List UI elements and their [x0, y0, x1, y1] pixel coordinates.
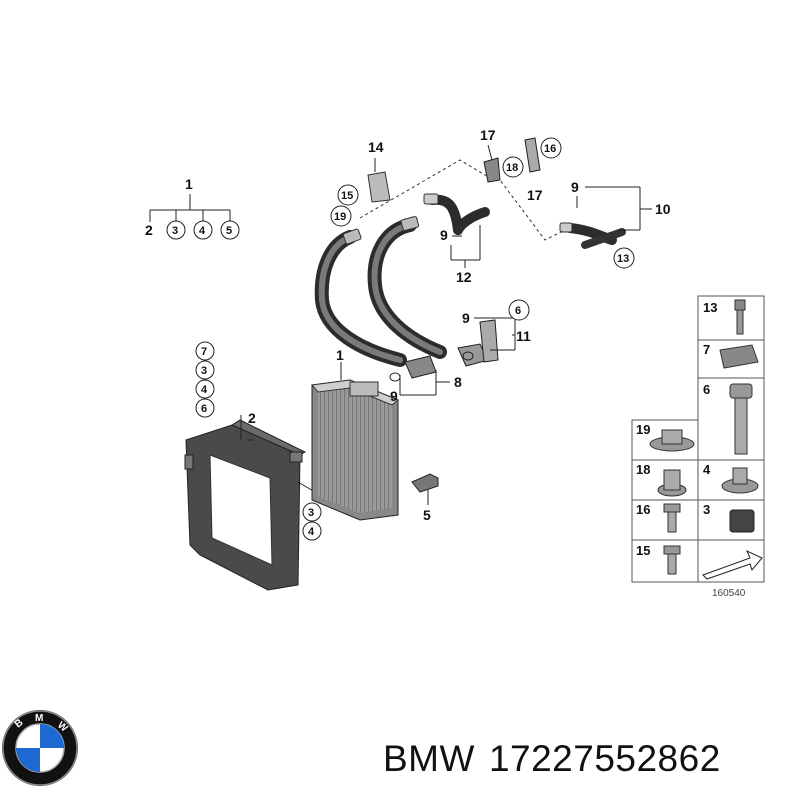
callout-1-top: 1	[185, 176, 193, 192]
screw-icon	[663, 503, 681, 533]
callout-11: 11	[516, 328, 531, 344]
callout-9-a: 9	[440, 227, 448, 243]
callout-8-group: 8 9	[390, 370, 462, 404]
callout-5-sub: 5	[226, 225, 232, 237]
callout-4-sub: 4	[199, 225, 206, 237]
bolt-icon	[729, 383, 753, 455]
callout-2: 2	[248, 410, 256, 426]
svg-text:18: 18	[506, 162, 518, 174]
diagram-number: 160540	[712, 588, 746, 599]
svg-text:16: 16	[636, 502, 650, 517]
hose-icon	[314, 193, 626, 382]
svg-text:3: 3	[703, 502, 710, 517]
svg-text:15: 15	[636, 543, 650, 558]
svg-text:3: 3	[308, 507, 314, 519]
bolt-icon	[734, 299, 746, 335]
callout-14-group: 14 15 19	[330, 139, 391, 227]
callout-5: 5	[423, 507, 431, 523]
callout-3-sub: 3	[172, 225, 178, 237]
callout-1: 1	[336, 347, 344, 363]
callout-9-d: 9	[390, 388, 398, 404]
svg-text:4: 4	[308, 526, 315, 538]
svg-text:19: 19	[334, 211, 346, 223]
callout-8: 8	[454, 374, 462, 390]
callout-9-b: 9	[571, 179, 579, 195]
callout-12: 12	[456, 269, 472, 285]
svg-text:4: 4	[201, 384, 208, 396]
callout-10-group: 9 10 13	[571, 179, 671, 269]
svg-text:13: 13	[703, 300, 717, 315]
svg-text:6: 6	[201, 403, 207, 415]
callout-9-c: 9	[462, 310, 470, 326]
flange-nut-icon	[721, 467, 759, 494]
svg-text:7: 7	[201, 346, 207, 358]
part-number: 17227552862	[488, 738, 721, 779]
svg-text:19: 19	[636, 422, 650, 437]
bmw-logo-icon: B M W	[2, 710, 78, 786]
svg-text:4: 4	[703, 462, 711, 477]
bracket-icon: 2 3 4	[184, 410, 322, 591]
brand-name: BMW	[383, 738, 475, 779]
svg-text:6: 6	[703, 382, 710, 397]
screw-icon	[663, 545, 681, 575]
callout-17-bottom: 17	[527, 187, 543, 203]
svg-text:3: 3	[201, 365, 207, 377]
grommet-icon	[729, 509, 755, 533]
part-caption: BMW 17227552862	[383, 738, 735, 780]
callout-stack-left: 7 3 4 6	[195, 341, 215, 418]
svg-text:16: 16	[544, 143, 556, 155]
svg-text:13: 13	[617, 253, 629, 265]
nut-icon	[657, 469, 687, 497]
svg-text:M: M	[35, 713, 43, 724]
parts-table: 13 7 6 19 18 4 16 3 15 160540	[631, 295, 765, 599]
callout-2-sub: 2	[145, 222, 153, 238]
callout-11-group: 9 6 11	[462, 299, 531, 351]
heat-exchanger-icon: 1	[311, 347, 399, 521]
arrow-icon	[702, 549, 763, 580]
clip-nut-icon	[719, 344, 759, 369]
callout-12-group: 9 12	[440, 225, 481, 285]
clip-icon: 5	[411, 473, 439, 523]
callout-17-group: 17 18 16 17	[480, 127, 562, 203]
svg-text:7: 7	[703, 342, 710, 357]
callout-10: 10	[655, 201, 671, 217]
svg-text:15: 15	[341, 190, 353, 202]
callout-17-top: 17	[480, 127, 496, 143]
flange-nut-icon	[649, 429, 695, 452]
callout-group-1: 1 2 3 4 5	[145, 176, 240, 240]
svg-text:6: 6	[515, 305, 521, 317]
svg-text:18: 18	[636, 462, 650, 477]
callout-14: 14	[368, 139, 384, 155]
